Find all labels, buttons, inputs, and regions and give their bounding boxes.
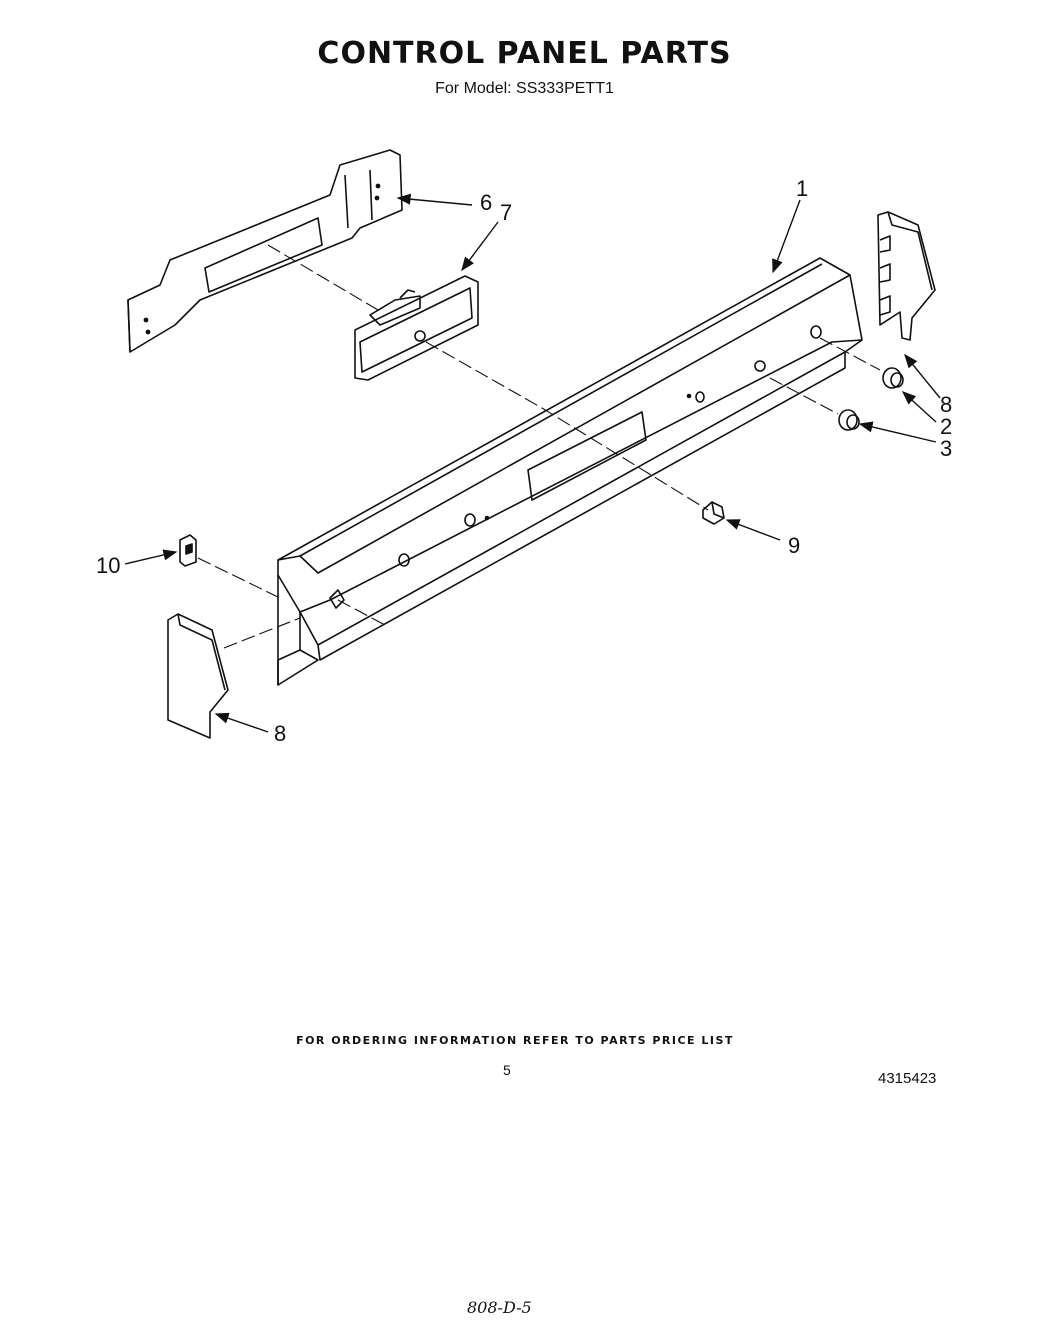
leader-arrows — [124, 193, 941, 733]
callout-8-left: 8 — [274, 721, 286, 746]
part-8-end-cap-right — [877, 211, 936, 341]
callout-8-right: 8 — [940, 392, 952, 417]
part-7-display-window — [354, 275, 479, 381]
callout-6: 6 — [480, 190, 492, 215]
part-9-button — [702, 501, 725, 525]
part-10-clip — [179, 534, 197, 567]
callout-1: 1 — [796, 176, 808, 201]
part-2-knob — [882, 367, 904, 389]
callout-7: 7 — [500, 200, 512, 225]
part-8-end-cap-left — [167, 613, 229, 739]
callout-3: 3 — [940, 436, 952, 461]
model-subtitle: For Model: SS333PETT1 — [435, 80, 614, 97]
callout-9: 9 — [788, 533, 800, 558]
part-1-control-panel — [277, 257, 863, 686]
page-title: CONTROL PANEL PARTS — [317, 36, 732, 71]
part-3-knob — [838, 409, 860, 431]
assembly-lines — [197, 244, 881, 649]
handwritten-note: 808-D-5 — [467, 1298, 532, 1317]
ordering-note: FOR ORDERING INFORMATION REFER TO PARTS … — [296, 1034, 734, 1047]
part-6-bracket — [127, 149, 403, 353]
callout-2: 2 — [940, 414, 952, 439]
page-number: 5 — [503, 1062, 511, 1078]
callout-10: 10 — [96, 553, 120, 578]
document-number: 4315423 — [878, 1070, 937, 1087]
